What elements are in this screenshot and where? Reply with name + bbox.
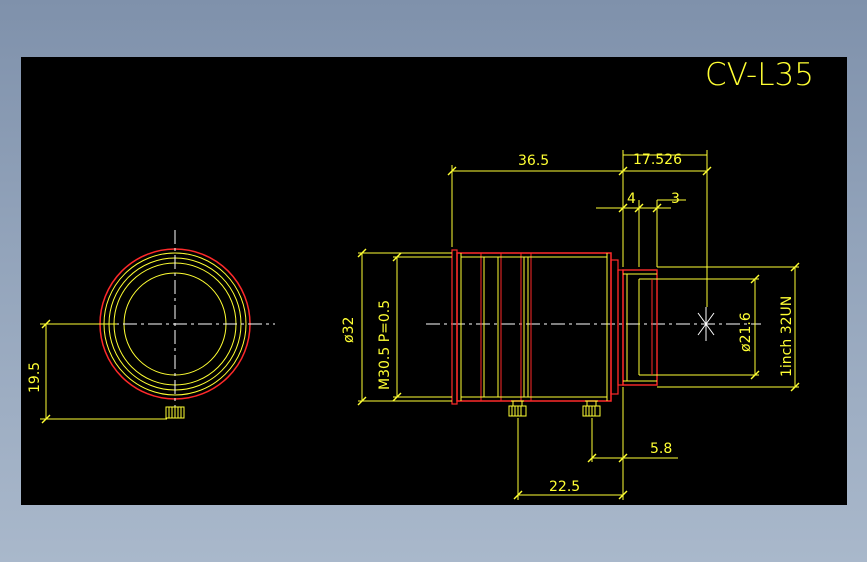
- barrel-screw-2: [582, 400, 601, 417]
- dim-mount-length: 17.526: [633, 152, 682, 168]
- dim-rear-diameter: ø21.6: [738, 312, 754, 352]
- dim-filter-thread: M30.5 P=0.5: [377, 300, 393, 390]
- dim-mount-step-1: 4: [627, 191, 636, 207]
- barrel-screw-1: [508, 400, 527, 417]
- dim-screw-offset-2: 22.5: [549, 479, 580, 495]
- dim-screw-offset-1: 5.8: [650, 441, 672, 457]
- front-screw: [165, 406, 185, 419]
- drawing-title: CV-L35: [705, 57, 814, 93]
- lens-barrel: [456, 252, 612, 402]
- c-mount: [622, 269, 658, 386]
- dim-front-height: 19.5: [27, 362, 43, 393]
- side-view: 36.5 17.526 4 3 ø32 M30.5 P=0.5 ø21.6 1i…: [341, 150, 800, 500]
- dim-outer-diameter: ø32: [341, 317, 357, 343]
- dim-mount-thread: 1inch 32UN: [779, 296, 795, 377]
- technical-drawing: CV-L35 19.5: [27, 57, 814, 500]
- dim-body-length: 36.5: [518, 153, 549, 169]
- front-view: 19.5: [27, 230, 275, 424]
- dim-mount-step-2: 3: [671, 191, 680, 207]
- drawing-canvas: CV-L35 19.5: [21, 57, 847, 505]
- rear-step: [610, 259, 619, 395]
